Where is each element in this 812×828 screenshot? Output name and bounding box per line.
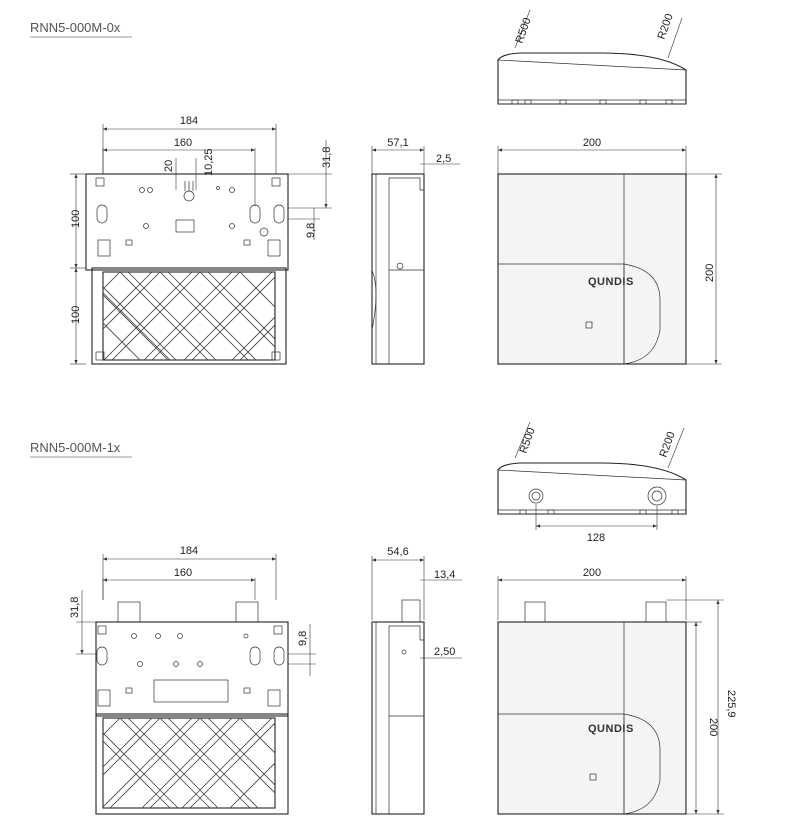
model-1x-back-view: 184 160 31,8 9,8 xyxy=(69,545,316,815)
model-0x-back-view: 184 160 20 10,25 100 100 31,8 9,8 xyxy=(70,115,333,365)
model-0x-dim-side-top: 31,8 xyxy=(321,147,333,168)
model-0x-dim-width-outer: 184 xyxy=(180,115,198,127)
model-0x-dim-front-width: 200 xyxy=(583,137,601,149)
model-0x-side-view: 57,1 2,5 xyxy=(371,137,460,365)
model-0x-dim-height-lower: 100 xyxy=(70,306,82,324)
model-0x-dim-slot: 10,25 xyxy=(203,148,215,176)
model-0x-top-view: R500 R200 xyxy=(497,9,687,105)
model-1x-dim-depth: 54,6 xyxy=(387,546,408,558)
model-1x-dim-gland: 13,4 xyxy=(434,569,455,581)
model-0x-dim-hole-offset: 20 xyxy=(163,160,175,172)
model-0x-dim-depth-step: 2,5 xyxy=(436,153,451,165)
model-1x-dim-depth-step: 2,50 xyxy=(434,646,455,658)
model-1x-dim-total-height: 225,9 xyxy=(725,690,737,718)
model-1x-dim-gland-spacing: 128 xyxy=(587,532,605,544)
model-1x-side-view: 54,6 13,4 2,50 xyxy=(371,546,462,815)
model-1x-dim-front-height: 200 xyxy=(707,718,719,736)
model-0x-dim-width-holes: 160 xyxy=(174,137,192,149)
model-1x-dim-side-top: 31,8 xyxy=(69,597,81,618)
model-0x-dim-front-height: 200 xyxy=(704,264,716,282)
model-1x-dim-width-outer: 184 xyxy=(180,545,198,557)
model-0x-title: RNN5-000M-0x xyxy=(30,20,121,35)
model-0x-radius-right: R200 xyxy=(656,12,676,41)
model-1x-radius-right: R200 xyxy=(658,430,678,459)
model-1x-front-view: QUNDIS 200 200 225,9 xyxy=(497,567,737,815)
model-1x-title: RNN5-000M-1x xyxy=(30,440,121,455)
model-1x-radius-left: R500 xyxy=(518,426,538,455)
model-0x-radius-left: R500 xyxy=(514,16,534,45)
model-1x-brand-logo: QUNDIS xyxy=(588,723,634,735)
model-0x: RNN5-000M-0x R500 R200 xyxy=(30,9,722,365)
model-1x-dim-width-holes: 160 xyxy=(174,567,192,579)
model-1x-dim-front-width: 200 xyxy=(583,567,601,579)
model-0x-front-view: QUNDIS 200 200 xyxy=(497,137,722,365)
model-0x-dim-side-hole: 9,8 xyxy=(305,223,317,238)
model-1x: RNN5-000M-1x R500 R200 128 xyxy=(30,421,737,815)
model-1x-top-view: R500 R200 128 xyxy=(497,421,687,544)
model-0x-dim-height-upper: 100 xyxy=(70,210,82,228)
model-1x-dim-side-hole: 9,8 xyxy=(297,631,309,646)
model-0x-dim-depth: 57,1 xyxy=(387,137,408,149)
model-0x-brand-logo: QUNDIS xyxy=(588,276,634,288)
